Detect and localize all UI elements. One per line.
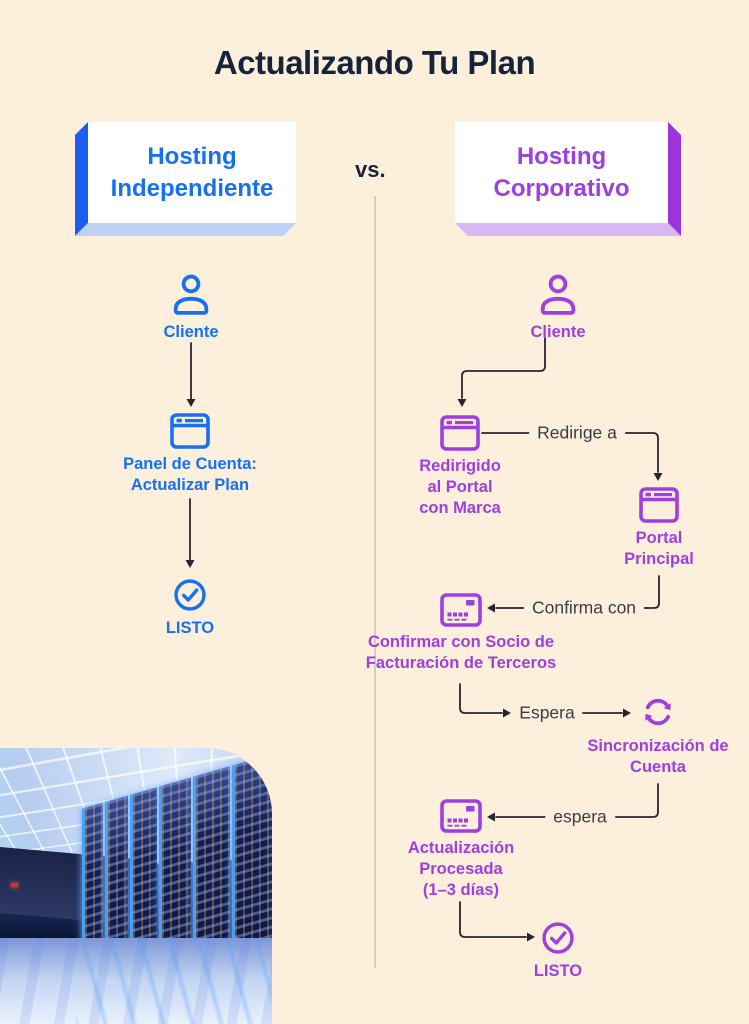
- billing-card-icon: [440, 799, 482, 833]
- node-done-independent: LISTO: [105, 577, 275, 639]
- header-box-corporate: Hosting Corporativo: [455, 122, 668, 223]
- browser-icon: [170, 413, 210, 449]
- edge-label-wait1: Espera: [511, 701, 583, 725]
- node-branded-portal: Redirigido al Portal con Marca: [385, 415, 535, 518]
- header-independent-label: Hosting Independiente: [110, 142, 274, 202]
- node-label: Cliente: [163, 323, 219, 341]
- node-billing-partner: Confirmar con Socio de Facturación de Te…: [351, 593, 571, 674]
- sync-icon: [645, 698, 671, 726]
- node-account-panel: Panel de Cuenta: Actualizar Plan: [90, 413, 290, 496]
- node-account-sync: Sincronización de Cuenta: [563, 693, 749, 778]
- node-label: Portal Principal: [624, 529, 694, 568]
- node-label: LISTO: [165, 619, 215, 637]
- node-label: Cliente: [530, 323, 586, 341]
- node-main-portal: Portal Principal: [584, 487, 734, 570]
- node-label: Panel de Cuenta: Actualizar Plan: [123, 455, 257, 494]
- node-update-processed: Actualización Procesada (1–3 días): [371, 799, 551, 900]
- check-icon: [542, 922, 574, 954]
- edge-label-wait2: espera: [545, 805, 615, 829]
- edge-label-redirect: Redirige a: [529, 421, 625, 445]
- vs-label: vs.: [355, 157, 386, 182]
- header-box-independent: Hosting Independiente: [88, 122, 296, 223]
- node-label: Redirigido al Portal con Marca: [419, 457, 501, 517]
- person-icon: [173, 274, 209, 315]
- header-corporate-label: Hosting Corporativo: [493, 142, 630, 202]
- node-label: Confirmar con Socio de Facturación de Te…: [365, 633, 557, 672]
- page-title: Actualizando Tu Plan: [213, 44, 536, 81]
- browser-icon: [440, 415, 480, 451]
- node-label: LISTO: [533, 962, 583, 980]
- person-icon: [540, 274, 576, 315]
- node-label: Actualización Procesada (1–3 días): [407, 839, 515, 899]
- photo-floor: [0, 938, 272, 1024]
- server-room-photo: [0, 748, 272, 1024]
- edge-label-confirm: Confirma con: [523, 596, 645, 620]
- node-client-corporate: Cliente: [473, 271, 643, 343]
- column-divider: [374, 196, 376, 968]
- photo-exit-light: [10, 883, 18, 888]
- photo-floor-reflection: [76, 938, 272, 1024]
- node-done-corporate: LISTO: [473, 920, 643, 982]
- browser-icon: [639, 487, 679, 523]
- billing-card-icon: [440, 593, 482, 627]
- node-label: Sincronización de Cuenta: [587, 737, 729, 776]
- node-client-independent: Cliente: [106, 271, 276, 343]
- check-icon: [174, 579, 206, 611]
